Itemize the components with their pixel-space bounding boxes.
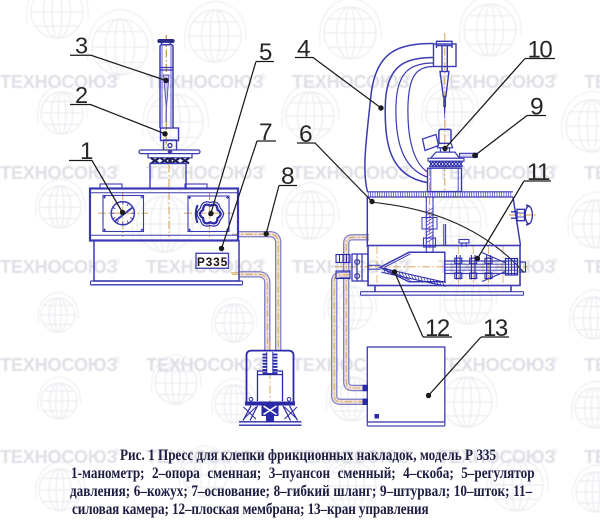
svg-text:Р335: Р335	[197, 255, 228, 269]
svg-text:ТЕХНОСОЮЗ: ТЕХНОСОЮЗ	[438, 355, 555, 375]
svg-text:ТЕХНОСОЮЗ: ТЕХНОСОЮЗ	[146, 72, 263, 92]
svg-text:®: ®	[260, 163, 267, 173]
svg-text:ТЕХНОСОЮЗ: ТЕХНОСОЮЗ	[0, 72, 117, 92]
svg-text:2: 2	[75, 82, 88, 108]
svg-text:®: ®	[114, 447, 121, 457]
svg-text:ТЕХНОСОЮЗ: ТЕХНОСОЮЗ	[0, 355, 117, 375]
svg-text:ТЕХНОСОЮЗ: ТЕХНОСОЮЗ	[0, 447, 117, 467]
svg-text:8: 8	[281, 163, 295, 190]
svg-text:ТЕХНОСОЮЗ: ТЕХНОСОЮЗ	[292, 447, 409, 467]
svg-text:ТЕХНОСОЮЗ: ТЕХНОСОЮЗ	[438, 72, 555, 92]
svg-text:®: ®	[552, 163, 559, 173]
svg-text:®: ®	[114, 163, 121, 173]
svg-text:®: ®	[406, 72, 413, 82]
svg-text:®: ®	[260, 447, 267, 457]
svg-text:®: ®	[552, 355, 559, 365]
svg-text:13: 13	[483, 315, 508, 342]
svg-text:®: ®	[114, 355, 121, 365]
svg-text:ТЕХНОСОЮЗ: ТЕХНОСОЮЗ	[292, 163, 409, 183]
svg-text:®: ®	[406, 163, 413, 173]
svg-text:3: 3	[75, 32, 88, 58]
svg-text:ТЕХНОСОЮЗ: ТЕХНОСОЮЗ	[146, 163, 263, 183]
svg-text:ТЕХНОСОЮЗ: ТЕХНОСОЮЗ	[584, 447, 600, 467]
svg-text:®: ®	[114, 72, 121, 82]
svg-text:4: 4	[297, 36, 311, 63]
svg-text:®: ®	[406, 257, 413, 267]
svg-text:7: 7	[259, 119, 273, 146]
svg-text:®: ®	[260, 257, 267, 267]
svg-text:5: 5	[259, 39, 272, 66]
svg-text:12: 12	[425, 315, 450, 342]
svg-text:11: 11	[527, 159, 550, 186]
svg-text:ТЕХНОСОЮЗ: ТЕХНОСОЮЗ	[146, 447, 263, 467]
svg-text:ТЕХНОСОЮЗ: ТЕХНОСОЮЗ	[438, 163, 555, 183]
svg-text:ТЕХНОСОЮЗ: ТЕХНОСОЮЗ	[584, 257, 600, 277]
svg-text:10: 10	[528, 37, 553, 64]
svg-text:®: ®	[552, 447, 559, 457]
svg-text:ТЕХНОСОЮЗ: ТЕХНОСОЮЗ	[0, 257, 117, 277]
svg-text:ТЕХНОСОЮЗ: ТЕХНОСОЮЗ	[146, 355, 263, 375]
svg-text:ТЕХНОСОЮЗ: ТЕХНОСОЮЗ	[0, 163, 117, 183]
svg-text:®: ®	[114, 257, 121, 267]
svg-text:ТЕХНОСОЮЗ: ТЕХНОСОЮЗ	[584, 163, 600, 183]
svg-text:®: ®	[552, 257, 559, 267]
svg-text:9: 9	[530, 94, 544, 121]
svg-text:ТЕХНОСОЮЗ: ТЕХНОСОЮЗ	[438, 447, 555, 467]
svg-text:1: 1	[80, 138, 93, 165]
svg-text:®: ®	[406, 447, 413, 457]
svg-text:6: 6	[299, 121, 313, 148]
svg-text:ТЕХНОСОЮЗ: ТЕХНОСОЮЗ	[584, 72, 600, 92]
svg-text:®: ®	[552, 72, 559, 82]
svg-text:ТЕХНОСОЮЗ: ТЕХНОСОЮЗ	[584, 355, 600, 375]
svg-text:ТЕХНОСОЮЗ: ТЕХНОСОЮЗ	[292, 72, 409, 92]
svg-text:®: ®	[260, 72, 267, 82]
